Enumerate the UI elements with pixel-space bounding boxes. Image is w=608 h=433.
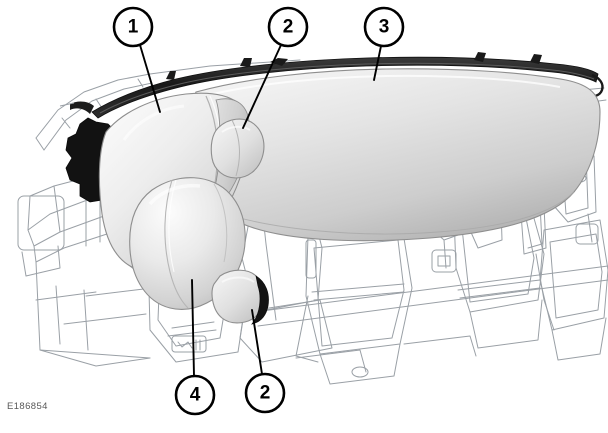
callout-2-lower-label: 2 bbox=[260, 383, 271, 404]
third-row-seat-right bbox=[539, 143, 608, 361]
side-airbag-front-lower bbox=[211, 269, 269, 325]
floor-and-rails bbox=[63, 265, 608, 373]
callout-4[interactable]: 4 bbox=[174, 374, 216, 416]
footwell bbox=[35, 261, 151, 367]
callout-3-label: 3 bbox=[379, 17, 390, 38]
callout-1-label: 1 bbox=[128, 17, 139, 38]
callout-4-label: 4 bbox=[190, 385, 201, 406]
callout-1[interactable]: 1 bbox=[112, 6, 154, 48]
callout-bubbles: 1 2 3 4 2 bbox=[112, 6, 405, 416]
callout-leader-3 bbox=[373, 45, 382, 81]
callout-leader-1 bbox=[139, 44, 161, 113]
callout-leader-2-lower bbox=[251, 309, 263, 375]
driver-airbag-bag bbox=[129, 177, 246, 310]
callout-3[interactable]: 3 bbox=[363, 6, 405, 48]
callout-leader-4 bbox=[191, 279, 195, 377]
roof-rail bbox=[59, 52, 604, 119]
figure-id-label: E186854 bbox=[7, 401, 48, 412]
side-airbag-front-upper bbox=[210, 118, 265, 179]
callout-2-upper-label: 2 bbox=[283, 17, 294, 38]
callout-2-upper[interactable]: 2 bbox=[267, 6, 309, 48]
callout-leader-2-upper bbox=[242, 44, 282, 129]
callout-2-lower[interactable]: 2 bbox=[244, 372, 286, 414]
callout-leaders bbox=[139, 44, 382, 377]
